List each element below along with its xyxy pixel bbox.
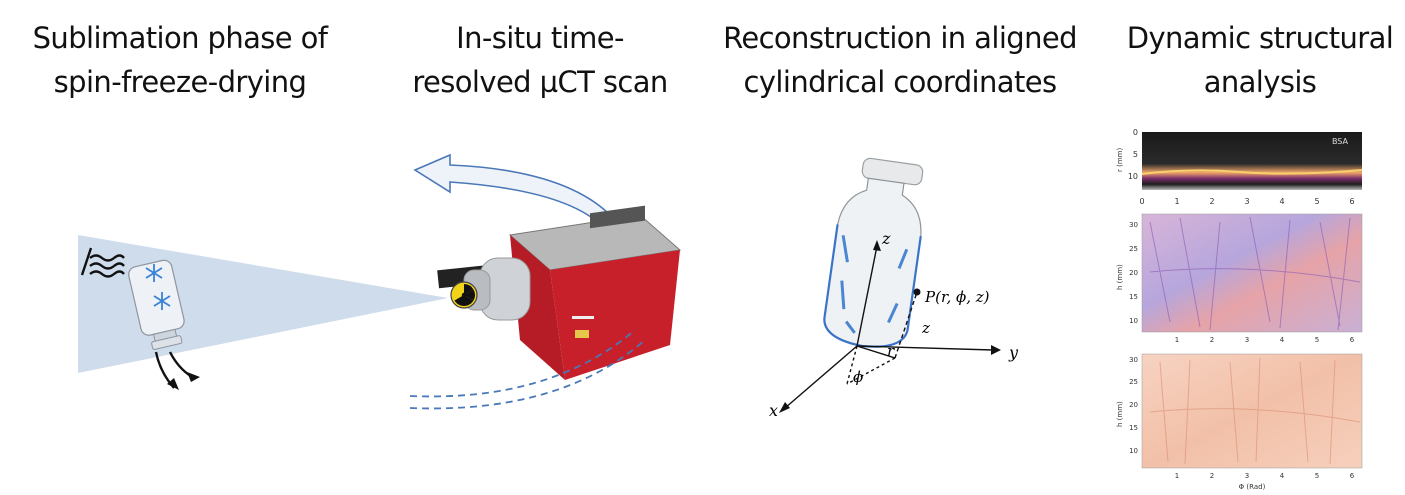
mid-plot-image bbox=[1141, 213, 1363, 333]
title-reconstruction: Reconstruction in aligned cylindrical co… bbox=[715, 16, 1085, 104]
mid-plot-texture bbox=[1149, 216, 1361, 331]
mid-plot-ylabel: h (mm) bbox=[1116, 264, 1124, 290]
title-line: Dynamic structural bbox=[1126, 21, 1394, 55]
sublimation-panel bbox=[78, 235, 448, 390]
top-plot-front bbox=[1141, 169, 1363, 175]
title-line: In-situ time- bbox=[456, 21, 624, 55]
title-line: analysis bbox=[1203, 65, 1317, 99]
scanner-panel bbox=[409, 153, 682, 410]
bottom-ytick: 10 bbox=[1129, 447, 1138, 455]
top-xtick: 3 bbox=[1244, 197, 1249, 206]
top-xtick: 4 bbox=[1279, 197, 1284, 206]
top-xtick: 5 bbox=[1314, 197, 1319, 206]
bottom-plot: h (mm) 30 25 20 15 10 1 2 3 4 5 6 Φ (Rad… bbox=[1116, 353, 1363, 491]
title-analysis: Dynamic structural analysis bbox=[1115, 16, 1405, 104]
bottom-xtick: 6 bbox=[1350, 472, 1355, 480]
point-label: P(r, ϕ, z) bbox=[924, 288, 990, 306]
mid-ytick: 15 bbox=[1129, 293, 1138, 301]
mid-xtick: 2 bbox=[1210, 336, 1214, 344]
mid-xtick: 5 bbox=[1315, 336, 1319, 344]
analysis-panel: BSA r (mm) 0 5 10 0 1 2 3 4 5 6 h (mm) 3… bbox=[1116, 128, 1363, 491]
title-line: Reconstruction in aligned bbox=[723, 21, 1077, 55]
title-line: cylindrical coordinates bbox=[743, 65, 1058, 99]
top-ytick: 10 bbox=[1128, 172, 1138, 181]
phi-label: ϕ bbox=[853, 368, 863, 386]
bottom-plot-xlabel: Φ (Rad) bbox=[1239, 483, 1266, 491]
title-line: resolved µCT scan bbox=[412, 65, 668, 99]
glass-vial-icon bbox=[823, 157, 924, 348]
title-sublimation: Sublimation phase of spin-freeze-drying bbox=[30, 16, 330, 104]
coordinate-axes bbox=[784, 245, 994, 409]
point-p bbox=[913, 288, 921, 296]
bottom-ytick: 15 bbox=[1129, 424, 1138, 432]
y-axis-label: y bbox=[1008, 343, 1019, 362]
bottom-ytick: 20 bbox=[1129, 401, 1138, 409]
z-height-label: z bbox=[921, 319, 930, 337]
top-xtick: 0 bbox=[1139, 197, 1144, 206]
mid-ytick: 10 bbox=[1129, 317, 1138, 325]
snowflake-icon bbox=[145, 264, 171, 310]
radiation-icon bbox=[454, 284, 475, 306]
bottom-xtick: 1 bbox=[1175, 472, 1179, 480]
axis-arrowheads bbox=[779, 240, 1001, 413]
x-axis-label: x bbox=[769, 401, 778, 420]
top-ytick: 5 bbox=[1133, 150, 1138, 159]
rotation-arrow-top bbox=[413, 153, 617, 227]
top-plot-ylabel: r (mm) bbox=[1116, 148, 1124, 172]
mid-xtick: 6 bbox=[1350, 336, 1355, 344]
title-line: spin-freeze-drying bbox=[53, 65, 307, 99]
heat-waves-icon bbox=[80, 247, 125, 278]
mid-xtick: 4 bbox=[1280, 336, 1285, 344]
xray-beam bbox=[78, 235, 448, 373]
top-plot-image bbox=[1142, 132, 1362, 190]
r-label: r bbox=[887, 342, 895, 360]
mid-ytick: 25 bbox=[1129, 245, 1138, 253]
bottom-plot-texture bbox=[1149, 357, 1361, 465]
bottom-xtick: 3 bbox=[1245, 472, 1249, 480]
bottom-xtick: 2 bbox=[1210, 472, 1214, 480]
bottom-plot-image bbox=[1141, 353, 1363, 469]
bottom-xtick: 5 bbox=[1315, 472, 1319, 480]
coordinates-panel: z y x ϕ r z P(r, ϕ, z) bbox=[769, 157, 1019, 420]
z-axis-label: z bbox=[881, 229, 891, 248]
top-xtick: 2 bbox=[1209, 197, 1214, 206]
mid-xtick: 3 bbox=[1245, 336, 1249, 344]
top-plot-badge: BSA bbox=[1332, 137, 1349, 146]
bottom-ytick: 25 bbox=[1129, 378, 1138, 386]
mid-plot: h (mm) 30 25 20 15 10 1 2 3 4 5 6 bbox=[1116, 213, 1363, 344]
top-xtick: 6 bbox=[1349, 197, 1354, 206]
top-plot: BSA r (mm) 0 5 10 0 1 2 3 4 5 6 bbox=[1116, 128, 1363, 206]
top-ytick: 0 bbox=[1133, 128, 1138, 137]
bottom-plot-ylabel: h (mm) bbox=[1116, 401, 1124, 427]
mid-ytick: 20 bbox=[1129, 269, 1138, 277]
mid-xtick: 1 bbox=[1175, 336, 1179, 344]
mid-ytick: 30 bbox=[1129, 221, 1138, 229]
spin-arrowheads bbox=[167, 372, 200, 390]
title-line: Sublimation phase of bbox=[32, 21, 328, 55]
rotation-arrow-bottom bbox=[409, 329, 646, 410]
bottom-xtick: 4 bbox=[1280, 472, 1285, 480]
bottom-ytick: 30 bbox=[1129, 356, 1138, 364]
top-xtick: 1 bbox=[1174, 197, 1179, 206]
xray-tube bbox=[437, 257, 531, 321]
scanner-body bbox=[508, 205, 682, 380]
title-uct-scan: In-situ time- resolved µCT scan bbox=[395, 16, 685, 104]
